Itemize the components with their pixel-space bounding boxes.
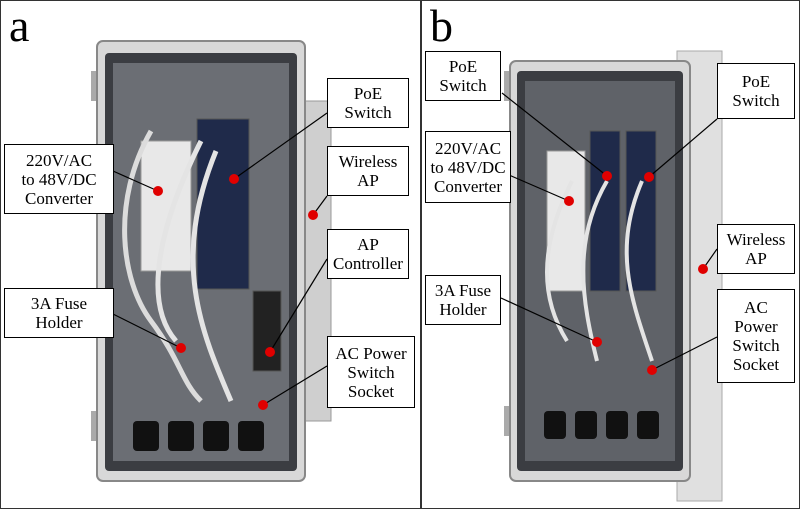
label-fuse-holder: 3A Fuse Holder xyxy=(4,288,114,338)
enclosure-photo-a xyxy=(91,40,332,482)
label-fuse-holder: 3A Fuse Holder xyxy=(425,275,501,325)
panel-b: b PoE Switch PoE Switch 220V/AC to 48V/D… xyxy=(421,0,800,509)
label-converter: 220V/AC to 48V/DC Converter xyxy=(4,144,114,214)
enclosure-photo-b xyxy=(500,50,723,502)
label-ap-controller: AP Controller xyxy=(327,229,409,279)
panel-letter-b: b xyxy=(430,0,453,51)
label-poe-switch: PoE Switch xyxy=(327,78,409,128)
label-wireless-ap: Wireless AP xyxy=(327,146,409,196)
panel-letter-a: a xyxy=(9,0,30,51)
panel-a: a PoE Switch 220V/AC to 48V/DC Converter… xyxy=(0,0,421,509)
label-wireless-ap: Wireless AP xyxy=(717,224,795,274)
label-poe-switch-left: PoE Switch xyxy=(425,51,501,101)
label-ac-socket: AC Power Switch Socket xyxy=(327,336,415,408)
label-poe-switch-right: PoE Switch xyxy=(717,63,795,119)
label-converter: 220V/AC to 48V/DC Converter xyxy=(425,131,511,203)
label-ac-socket: AC Power Switch Socket xyxy=(717,289,795,383)
